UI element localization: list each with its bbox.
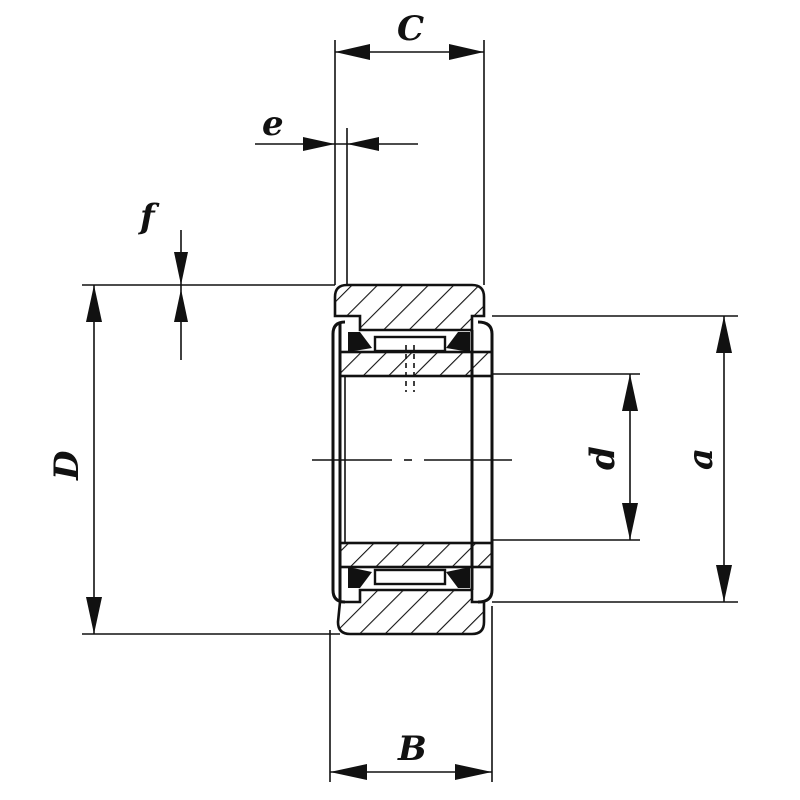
dimension-d-outer: D — [47, 285, 102, 634]
seal-left-top — [348, 332, 372, 352]
dimension-b: B — [330, 729, 492, 780]
dimension-a: a — [681, 316, 732, 602]
outer-ring-top — [333, 283, 486, 332]
inner-ring-bottom — [338, 541, 494, 569]
bearing-body — [331, 283, 494, 636]
label-a: a — [681, 448, 721, 470]
roller-top — [373, 335, 447, 353]
roller-bottom — [373, 568, 447, 586]
outer-ring-bottom — [336, 588, 486, 636]
label-d-outer: D — [47, 450, 87, 481]
dimension-e: e — [255, 104, 418, 151]
dimension-c: C — [335, 9, 484, 60]
label-c: C — [397, 9, 424, 49]
dimension-d-inner: d — [583, 374, 638, 540]
extension-lines — [82, 40, 738, 782]
seal-right-bottom — [446, 567, 470, 588]
seal-right-top — [446, 332, 470, 352]
label-b: B — [397, 729, 427, 769]
seal-left-bottom — [348, 567, 372, 588]
inner-ring-top — [338, 350, 494, 378]
dimension-f: f — [138, 197, 188, 360]
label-d-inner: d — [583, 446, 623, 470]
label-e: e — [262, 104, 284, 144]
label-f: f — [138, 197, 160, 237]
